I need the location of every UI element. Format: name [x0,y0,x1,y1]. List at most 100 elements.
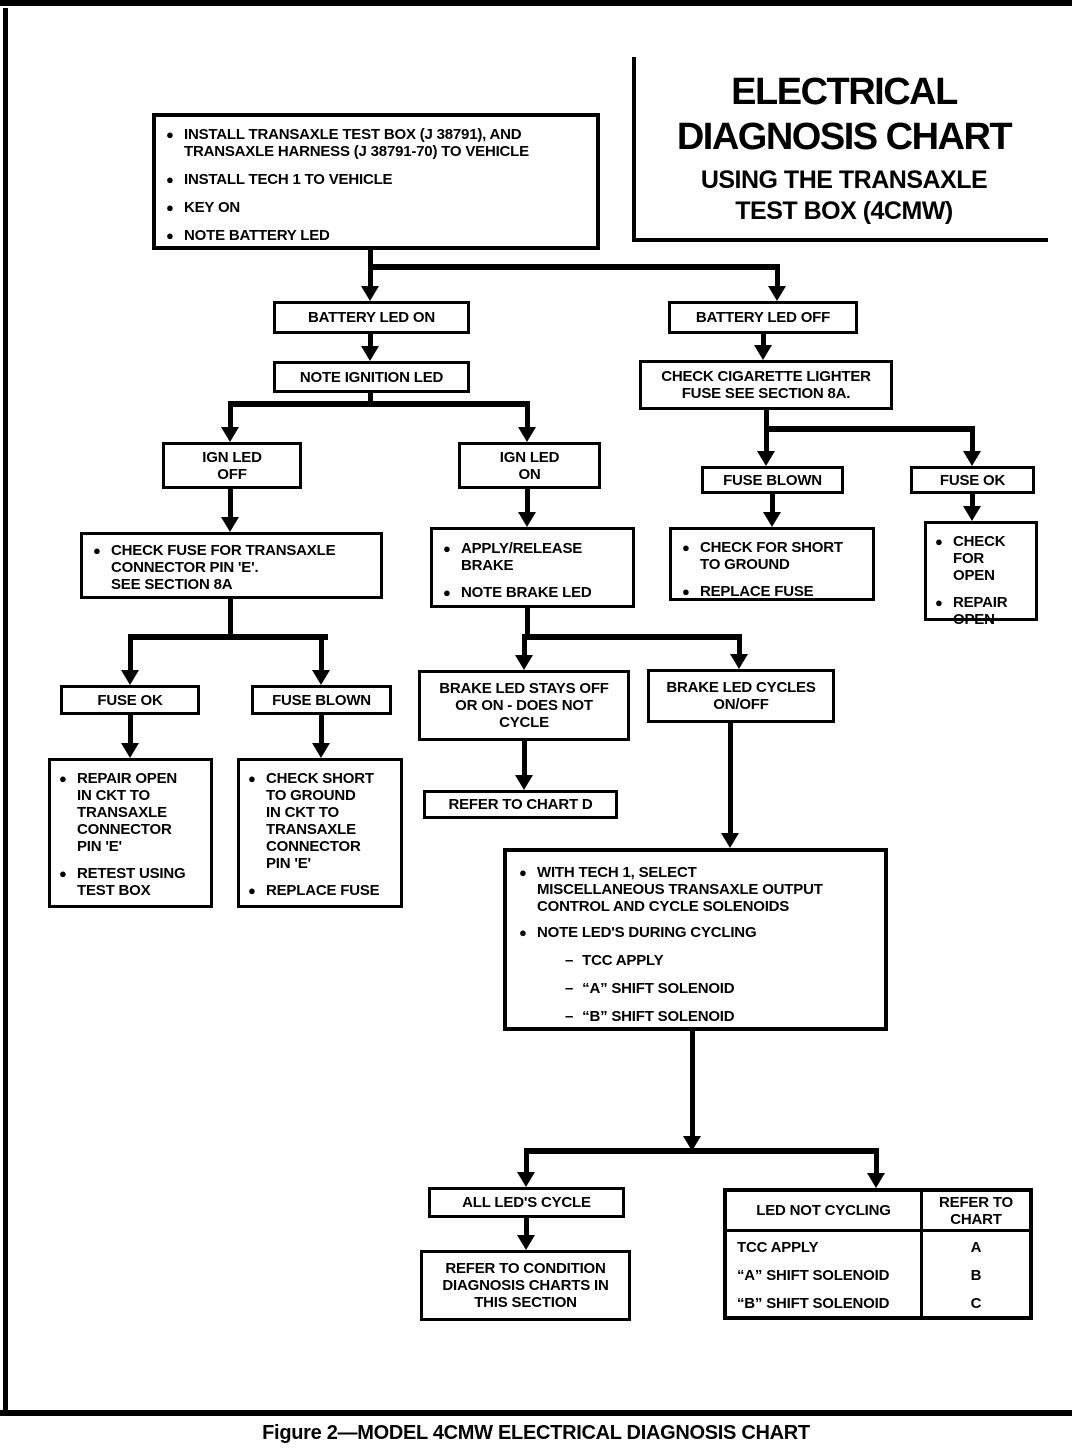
connector-line [970,432,975,452]
arrow-down-icon [312,670,330,685]
connector-line [524,1154,529,1174]
arrow-down-icon [361,286,379,301]
setup-bullet-2: INSTALL TECH 1 TO VEHICLE [184,171,393,188]
dash-icon: – [565,980,574,997]
table-cell-label: “B” SHIFT SOLENOID [737,1294,890,1312]
connector-line [319,715,324,745]
node-setup: ●INSTALL TRANSAXLE TEST BOX (J 38791), A… [152,113,600,250]
page-top-border [0,0,1072,6]
setup-bullet-3: KEY ON [184,199,241,216]
bullet-icon: ● [166,172,174,187]
connector-line [728,723,733,835]
connector-line [228,407,233,428]
bullet-icon: ● [59,771,67,786]
arrow-down-icon [121,670,139,685]
connector-line [524,1218,529,1236]
connector-line [128,640,133,671]
node-fuse-ok-left: FUSE OK [60,685,200,715]
arrow-down-icon [517,1172,535,1187]
node-label: REPLACE FUSE [700,583,814,600]
arrow-down-icon [768,286,786,301]
connector-line [690,1031,695,1138]
arrow-down-icon [683,1136,701,1151]
arrow-down-icon [517,1235,535,1250]
arrow-down-icon [730,654,748,669]
table-header-divider [727,1229,1029,1232]
title-bottom-rule [632,238,1048,242]
node-fuse-ok-right: FUSE OK [910,466,1035,494]
table-header-label: REFER TO CHART [939,1193,1013,1228]
bullet-icon: ● [443,541,451,556]
table-header-label: LED NOT CYCLING [756,1202,891,1219]
title-line-4: TEST BOX (4CMW) [735,197,953,225]
connector-line [228,599,233,640]
connector-line [524,1148,879,1154]
arrow-down-icon [221,427,239,442]
node-label: FUSE BLOWN [272,691,371,709]
arrow-down-icon [867,1173,885,1188]
node-label: FUSE OK [939,471,1006,489]
table-row-cell: C [923,1290,1029,1316]
connector-line [874,1154,879,1174]
table-cell-label: TCC APPLY [737,1238,819,1256]
bullet-icon: ● [935,595,943,610]
node-refer-chart-d: REFER TO CHART D [423,790,618,819]
node-label: REFER TO CHART D [448,796,593,813]
bullet-icon: ● [248,771,256,786]
node-all-leds-cycle: ALL LED'S CYCLE [428,1187,625,1218]
connector-line [761,334,766,347]
connector-line [368,334,373,348]
node-note-ignition-led: NOTE IGNITION LED [273,361,470,393]
bullet-icon: ● [519,925,527,940]
arrow-down-icon [312,743,330,758]
connector-line [522,741,527,777]
node-label: “B” SHIFT SOLENOID [582,1008,735,1025]
node-label: NOTE LED'S DURING CYCLING [537,924,757,941]
connector-line [764,410,769,431]
arrow-down-icon [757,451,775,466]
results-table: LED NOT CYCLING REFER TO CHART TCC APPLY… [723,1188,1033,1320]
title-line-2: DIAGNOSIS CHART [676,116,1013,158]
page-left-border [3,8,8,1416]
bullet-icon: ● [682,540,690,555]
bullet-icon: ● [59,866,67,881]
table-column-divider [920,1192,923,1316]
node-battery-led-on: BATTERY LED ON [273,301,470,334]
connector-line [764,426,975,432]
arrow-down-icon [221,517,239,532]
arrow-down-icon [763,512,781,527]
table-row-cell: “B” SHIFT SOLENOID [727,1290,920,1316]
node-label: BATTERY LED OFF [695,309,831,326]
title-left-rule [632,57,636,240]
table-row-cell: “A” SHIFT SOLENOID [727,1262,920,1288]
title-line-3: USING THE TRANSAXLE [700,166,988,194]
connector-line [525,608,530,640]
arrow-down-icon [518,427,536,442]
bullet-icon: ● [443,585,451,600]
node-fuse-blown-left: FUSE BLOWN [251,685,392,715]
connector-line [128,634,328,640]
connector-line [228,401,530,407]
table-row-cell: TCC APPLY [727,1234,920,1260]
arrow-down-icon [754,345,772,360]
connector-line [525,407,530,428]
